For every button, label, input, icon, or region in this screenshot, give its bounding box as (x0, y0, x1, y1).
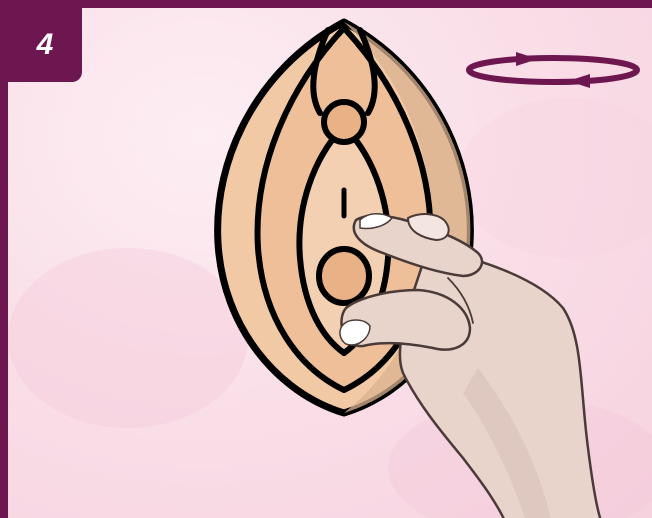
step-number-badge: 4 (8, 8, 82, 82)
clitoris (324, 102, 364, 142)
vulva-massage-illustration (8, 8, 652, 518)
step-number: 4 (37, 28, 54, 62)
vaginal-opening (319, 249, 369, 303)
rotate-arrows-icon (469, 52, 637, 88)
